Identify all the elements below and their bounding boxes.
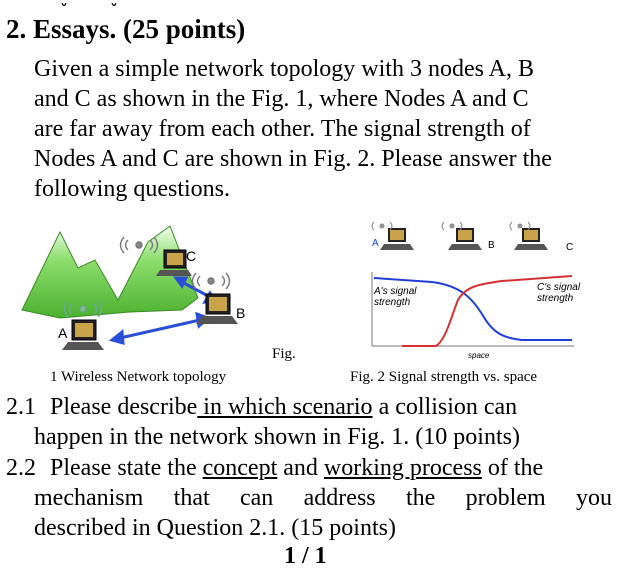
- clipped-top-fragment: [60, 0, 120, 7]
- intro-line-5: following questions.: [34, 176, 230, 202]
- fig2-laptop-a-icon: [380, 228, 414, 250]
- fig2-wifi-icons: [371, 221, 531, 231]
- q1-line-2: happen in the network shown in Fig. 1. (…: [34, 424, 520, 450]
- q2-word: address: [303, 485, 376, 511]
- q2-word: can: [240, 485, 274, 511]
- section-heading: 2. Essays. (25 points): [6, 14, 246, 44]
- c-signal-label-1: C's signal: [537, 282, 581, 293]
- fig2-laptop-c-icon: [514, 228, 548, 250]
- page-number: 1 / 1: [284, 543, 327, 569]
- laptop-a-icon: [62, 319, 104, 350]
- fig1-caption: 1 Wireless Network topology: [50, 369, 227, 385]
- q2-line-3: described in Question 2.1. (15 points): [34, 515, 396, 541]
- wifi-signal-a-icon: [63, 300, 103, 318]
- q1-line1-post: a collision can: [372, 394, 518, 420]
- fig2-node-a-label: A: [372, 238, 379, 249]
- q2-number: 2.2: [6, 455, 36, 481]
- figure-1-network-topology: C B A: [20, 220, 290, 370]
- q1-line1-pre: Please describe: [50, 394, 198, 420]
- a-signal-label-2: strength: [374, 297, 411, 308]
- a-signal-curve: [373, 277, 572, 341]
- laptop-b-icon: [196, 293, 238, 324]
- laptop-c-icon: [156, 249, 192, 276]
- intro-line-3: are far away from each other. The signal…: [34, 116, 531, 142]
- q2-word: mechanism: [34, 485, 144, 511]
- fig2-caption: Fig. 2 Signal strength vs. space: [350, 369, 538, 385]
- fig1-node-a-label: A: [58, 325, 68, 341]
- fig2-axis-label: space: [468, 351, 490, 360]
- q2-word: the: [405, 485, 436, 511]
- q2-line-2: mechanism that can address the problem y…: [34, 485, 612, 512]
- c-signal-label-2: strength: [537, 293, 574, 304]
- q2-line-1: Please state the concept and working pro…: [50, 455, 543, 482]
- q2-line1-mid: and: [277, 455, 324, 481]
- wifi-signal-c-icon: [119, 236, 159, 254]
- q2-line1-post: of the: [481, 455, 544, 481]
- q2-concept: concept: [202, 455, 278, 481]
- q2-word: you: [575, 485, 612, 511]
- fig1-node-b-label: B: [236, 305, 245, 321]
- a-signal-label-1: A's signal: [373, 286, 417, 297]
- fig2-laptop-b-icon: [448, 228, 482, 250]
- arrow-a-b: [108, 311, 211, 346]
- figure-2-signal-strength: A B C A's signal strength C's signal str…: [362, 214, 592, 364]
- intro-line-1: Given a simple network topology with 3 n…: [34, 56, 534, 82]
- fig1-node-c-label: C: [186, 248, 196, 264]
- q2-word: problem: [465, 485, 546, 511]
- fig2-node-b-label: B: [488, 240, 495, 251]
- fig2-node-c-label: C: [566, 242, 573, 253]
- q2-line1-pre: Please state the: [50, 455, 203, 481]
- q1-line-1: Please describe in which scenario a coll…: [50, 394, 517, 421]
- q1-line1-underlined: in which scenario: [197, 394, 373, 420]
- c-signal-curve: [402, 275, 573, 347]
- q2-working-process: working process: [323, 455, 482, 481]
- q2-word: that: [173, 485, 210, 511]
- mountain-shape: [21, 225, 199, 319]
- intro-line-4: Nodes A and C are shown in Fig. 2. Pleas…: [34, 146, 552, 172]
- fig1-fig-word: Fig.: [272, 346, 296, 362]
- intro-line-2: and C as shown in the Fig. 1, where Node…: [34, 86, 529, 112]
- q1-number: 2.1: [6, 394, 36, 420]
- wifi-signal-b-icon: [191, 272, 231, 290]
